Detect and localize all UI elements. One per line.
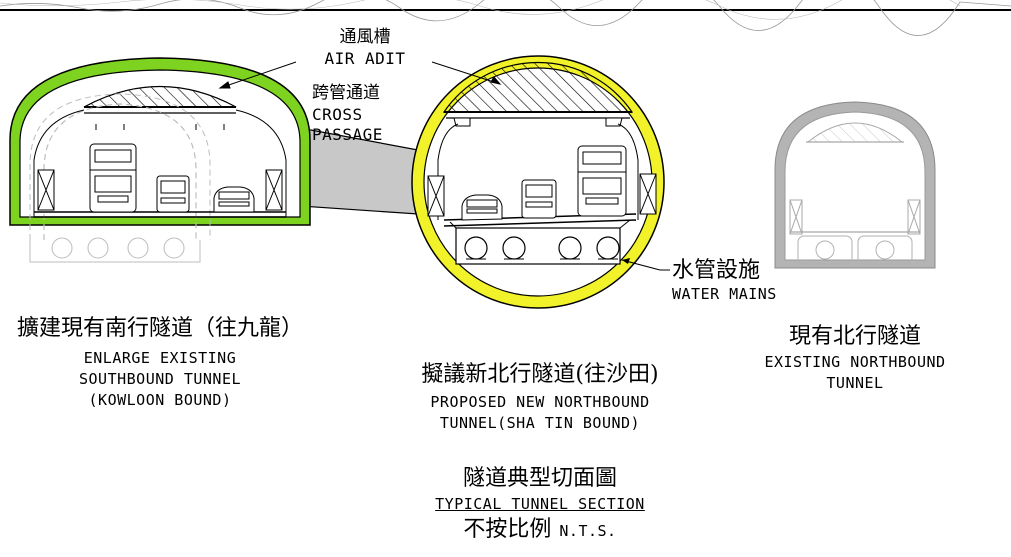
southbound-caption: 擴建現有南行隧道（往九龍） ENLARGE EXISTING SOUTHBOUN…	[10, 316, 310, 411]
southbound-title-en-3: (KOWLOON BOUND)	[88, 391, 232, 409]
section-title-zh: 隧道典型切面圖	[462, 466, 617, 491]
new-northbound-tunnel-section	[411, 55, 665, 309]
water-mains-label-zh: 水管設施	[672, 258, 761, 283]
southbound-title-en-1: ENLARGE EXISTING	[83, 349, 237, 367]
new-northbound-title-zh: 擬議新北行隧道(往沙田)	[421, 362, 659, 387]
existing-northbound-title-en-2: TUNNEL	[826, 374, 884, 392]
section-title-en: TYPICAL TUNNEL SECTION	[435, 495, 645, 513]
air-adit-label-en: AIR ADIT	[324, 49, 406, 68]
cross-passage-label-zh: 跨管通道	[312, 83, 380, 103]
existing-northbound-caption: 現有北行隧道 EXISTING NORTHBOUND TUNNEL	[735, 324, 975, 394]
air-adit-leaders	[218, 61, 502, 89]
water-mains-label-en: WATER MAINS	[672, 285, 777, 303]
cross-passage-label-en-1: CROSS	[312, 105, 363, 124]
scale-note-en: N.T.S.	[559, 522, 617, 540]
southbound-tunnel-section	[9, 57, 311, 263]
scale-note: 不按比例 N.T.S.	[390, 517, 690, 543]
air-adit-label-zh: 通風槽	[339, 27, 391, 47]
section-title-block: 隧道典型切面圖 TYPICAL TUNNEL SECTION 不按比例 N.T.…	[390, 466, 690, 543]
existing-northbound-title-en-1: EXISTING NORTHBOUND	[764, 353, 946, 371]
new-northbound-caption: 擬議新北行隧道(往沙田) PROPOSED NEW NORTHBOUND TUN…	[390, 362, 690, 434]
existing-northbound-tunnel-section	[774, 101, 936, 269]
cross-passage-label-en-2: PASSAGE	[312, 125, 383, 144]
southbound-title-en-2: SOUTHBOUND TUNNEL	[78, 370, 242, 388]
southbound-title-zh: 擴建現有南行隧道（往九龍）	[16, 316, 303, 341]
existing-northbound-title-zh: 現有北行隧道	[788, 324, 921, 349]
scale-note-zh: 不按比例	[463, 517, 552, 542]
new-northbound-title-en-2: TUNNEL(SHA TIN BOUND)	[439, 414, 641, 432]
new-northbound-title-en-1: PROPOSED NEW NORTHBOUND	[430, 393, 650, 411]
top-border	[0, 0, 1011, 36]
